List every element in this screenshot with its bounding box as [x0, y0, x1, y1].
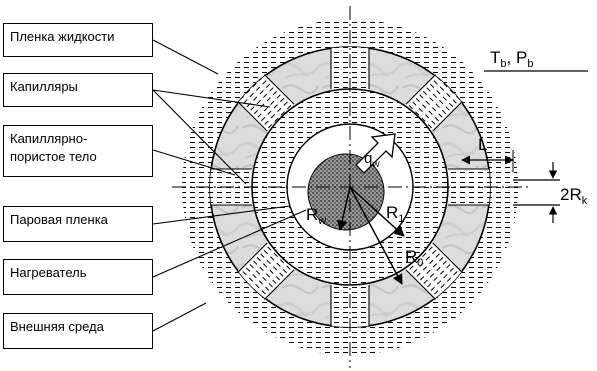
- vapor-film-text: Паровая пленка: [10, 212, 108, 227]
- label-heater: Нагреватель: [3, 259, 153, 295]
- l-label: L: [478, 135, 487, 154]
- r0-label: R0: [405, 247, 423, 269]
- tb-pb-label: Tb, Pb: [490, 48, 533, 70]
- qw-label: qw: [364, 150, 380, 170]
- r1-label: R1: [386, 203, 404, 225]
- capillaries-text: Капилляры: [10, 79, 78, 94]
- capillary-porous-body-text-2: пористое тело: [10, 148, 97, 164]
- two-rk-label: 2Rk: [560, 185, 588, 207]
- label-environment: Внешняя среда: [3, 313, 153, 349]
- rw-arrow: [337, 186, 351, 232]
- heat-flux-arrow: [355, 133, 396, 174]
- capillary-spoke-borders: [210, 47, 490, 327]
- liquid-film-text: Пленка жидкости: [10, 29, 115, 44]
- r0-arrow: [349, 186, 403, 285]
- r1-arrow: [349, 186, 405, 237]
- rk-dimension: [513, 162, 560, 223]
- rw-label: Rw: [306, 205, 326, 227]
- leader-lines: [152, 39, 307, 332]
- label-capillary-porous-body: Капиллярно- пористое тело: [3, 125, 153, 177]
- label-capillaries: Капилляры: [3, 73, 153, 107]
- capillary-porous-body-text-1: Капиллярно-: [10, 131, 88, 146]
- label-liquid-film: Пленка жидкости: [3, 23, 153, 57]
- label-vapor-film: Паровая пленка: [3, 206, 153, 242]
- heater-text: Нагреватель: [10, 265, 87, 280]
- environment-text: Внешняя среда: [10, 319, 104, 334]
